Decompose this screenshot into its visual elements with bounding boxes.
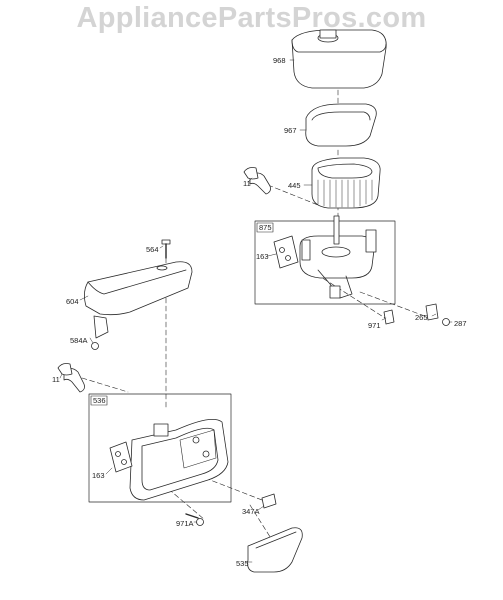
label-163-top: 163 [256, 252, 269, 261]
air-cleaner-base-536 [129, 418, 229, 501]
label-287: 287 [454, 319, 467, 328]
screw-564 [161, 239, 171, 259]
breather-tube-11-bottom [57, 363, 85, 393]
label-11-bottom: 11 [52, 375, 60, 384]
air-filter-445 [311, 157, 381, 209]
clip-347a [261, 493, 277, 509]
bracket-265 [425, 303, 439, 321]
gasket-163-top [273, 235, 299, 269]
screw-584a [91, 342, 99, 350]
filter-element-535 [247, 527, 303, 573]
nut-287 [442, 318, 450, 326]
bolt-971 [383, 309, 395, 325]
watermark-text: AppliancePartsPros.com [76, 2, 427, 34]
label-265: 265 [415, 313, 428, 322]
gasket-163-bottom [109, 441, 133, 473]
leader-lines [59, 59, 453, 563]
label-163-bottom: 163 [92, 471, 105, 480]
label-584a: 584A [70, 336, 88, 345]
label-971: 971 [368, 321, 381, 330]
label-347a: 347A [242, 507, 260, 516]
label-536: 536 [93, 396, 106, 405]
label-11-top: 11 [243, 179, 251, 188]
label-967: 967 [284, 126, 297, 135]
assembly-box-536 [88, 393, 232, 503]
breather-tube-11-top [243, 167, 271, 195]
label-971a: 971A [176, 519, 194, 528]
label-968: 968 [273, 56, 286, 65]
air-cleaner-base-875 [299, 215, 377, 299]
cover-604 [84, 261, 193, 339]
label-875: 875 [259, 223, 272, 232]
label-445: 445 [288, 181, 301, 190]
label-604: 604 [66, 297, 79, 306]
air-cleaner-cover-968 [291, 29, 387, 89]
part-labels: 968 967 445 11 875 163 971 265 287 564 6… [52, 56, 467, 568]
pre-filter-967 [305, 103, 377, 147]
assembly-box-875 [254, 220, 396, 305]
label-535: 535 [236, 559, 249, 568]
bolt-971a [185, 513, 204, 526]
label-564: 564 [146, 245, 159, 254]
